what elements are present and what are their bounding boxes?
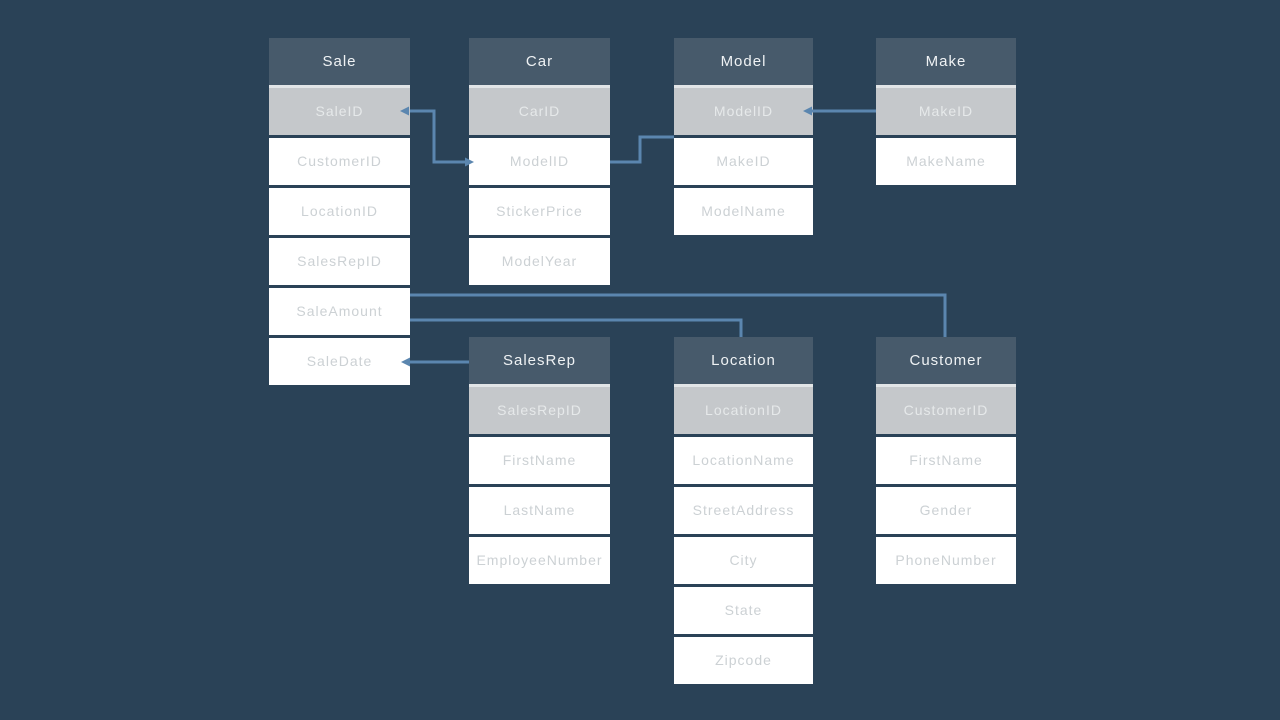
field-cust-firstname: FirstName (876, 437, 1016, 484)
field-lastname: LastName (469, 487, 610, 534)
field-state: State (674, 587, 813, 634)
field-city: City (674, 537, 813, 584)
table-customer: Customer CustomerID FirstName Gender Pho… (876, 337, 1016, 587)
field-phonenumber: PhoneNumber (876, 537, 1016, 584)
field-customerid-fk: CustomerID (269, 138, 410, 185)
table-sale-header: Sale (269, 38, 410, 85)
table-sale: Sale SaleID CustomerID LocationID SalesR… (269, 38, 410, 388)
field-saledate: SaleDate (269, 338, 410, 385)
table-car-header: Car (469, 38, 610, 85)
field-locationname: LocationName (674, 437, 813, 484)
field-stickerprice: StickerPrice (469, 188, 610, 235)
table-customer-header: Customer (876, 337, 1016, 384)
field-modelname: ModelName (674, 188, 813, 235)
field-firstname: FirstName (469, 437, 610, 484)
table-location: Location LocationID LocationName StreetA… (674, 337, 813, 687)
field-employeenumber: EmployeeNumber (469, 537, 610, 584)
field-makeid-fk: MakeID (674, 138, 813, 185)
field-locationid-fk: LocationID (269, 188, 410, 235)
field-salesrepid: SalesRepID (469, 384, 610, 434)
table-salesrep: SalesRep SalesRepID FirstName LastName E… (469, 337, 610, 587)
table-car: Car CarID ModelID StickerPrice ModelYear (469, 38, 610, 288)
field-makename: MakeName (876, 138, 1016, 185)
table-make: Make MakeID MakeName (876, 38, 1016, 188)
field-modelid-fk: ModelID (469, 138, 610, 185)
field-zipcode: Zipcode (674, 637, 813, 684)
connector-sale-customer (410, 293, 947, 337)
field-modelyear: ModelYear (469, 238, 610, 285)
table-model-header: Model (674, 38, 813, 85)
table-salesrep-header: SalesRep (469, 337, 610, 384)
table-make-header: Make (876, 38, 1016, 85)
field-customerid: CustomerID (876, 384, 1016, 434)
table-location-header: Location (674, 337, 813, 384)
table-model: Model ModelID MakeID ModelName (674, 38, 813, 238)
field-makeid: MakeID (876, 85, 1016, 135)
field-locationid: LocationID (674, 384, 813, 434)
connector-car-model (610, 135, 674, 164)
field-carid: CarID (469, 85, 610, 135)
field-salesrepid-fk: SalesRepID (269, 238, 410, 285)
field-gender: Gender (876, 487, 1016, 534)
field-streetaddress: StreetAddress (674, 487, 813, 534)
connector-sale-car (410, 109, 469, 164)
field-modelid: ModelID (674, 85, 813, 135)
field-saleamount: SaleAmount (269, 288, 410, 335)
field-saleid: SaleID (269, 85, 410, 135)
connector-sale-location (410, 318, 743, 337)
